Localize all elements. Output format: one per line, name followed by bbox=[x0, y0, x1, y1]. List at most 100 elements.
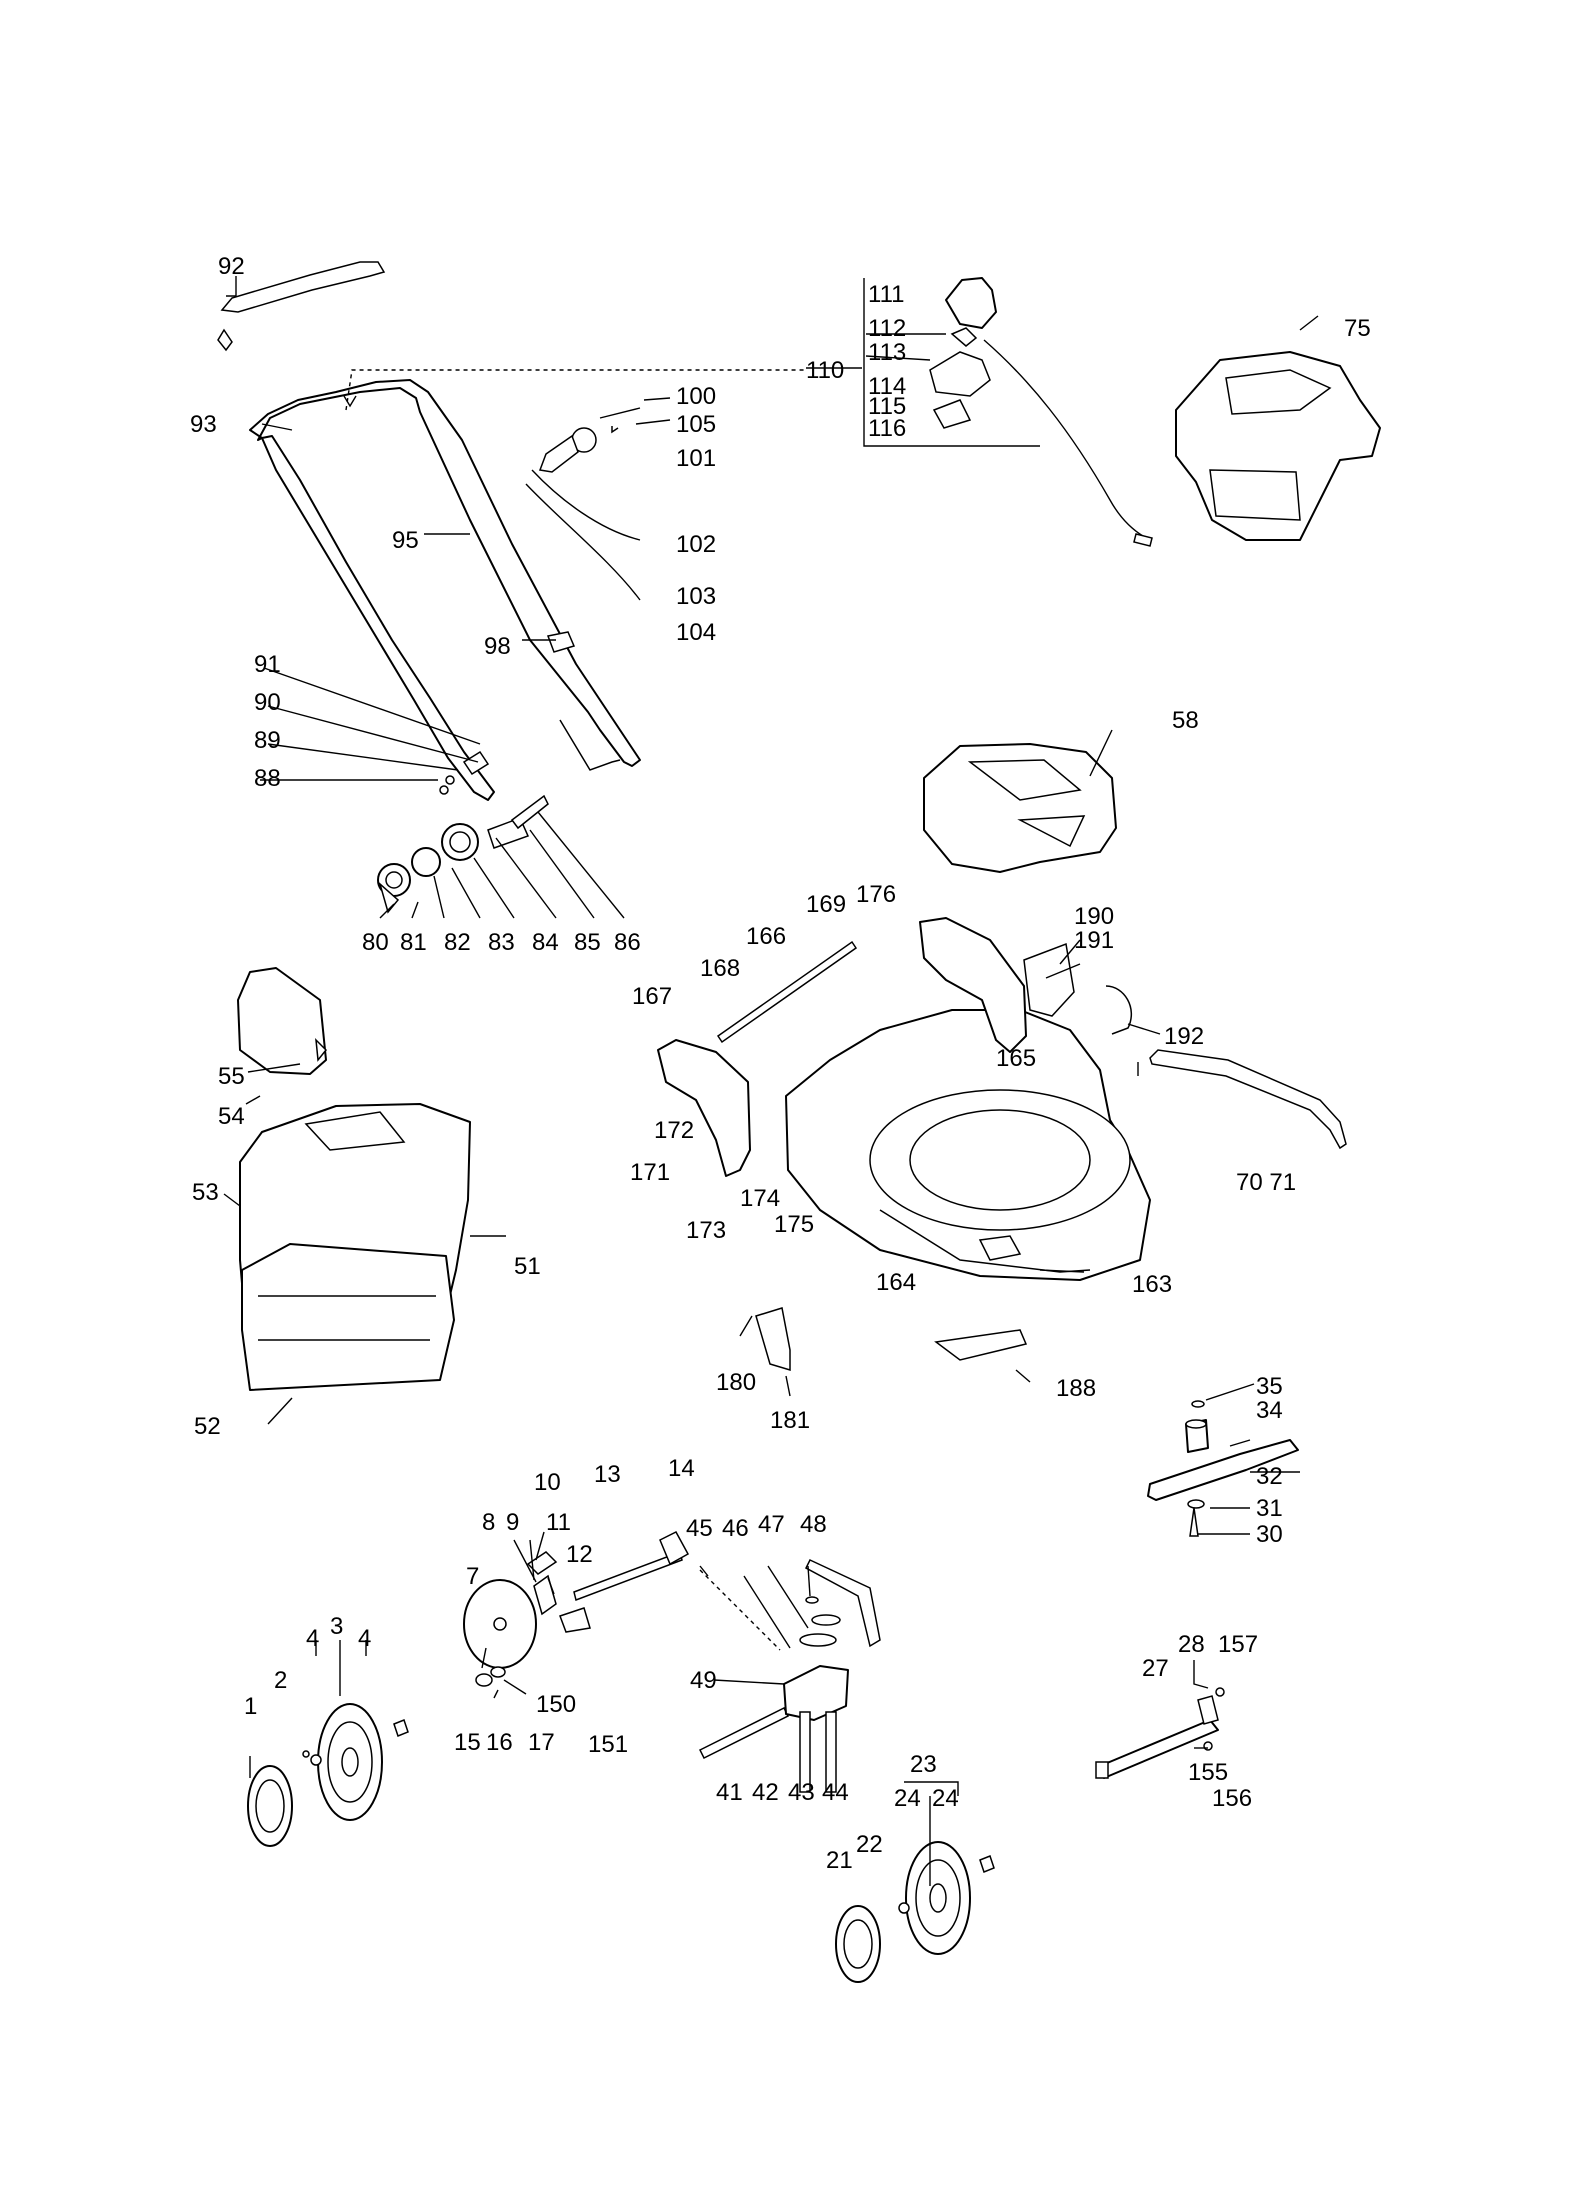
callout-173: 173 bbox=[686, 1217, 726, 1244]
callout-112: 112 bbox=[868, 315, 906, 342]
callout-167: 167 bbox=[632, 983, 672, 1010]
callout-53: 53 bbox=[192, 1179, 219, 1206]
callout-89: 89 bbox=[254, 727, 281, 754]
callout-171: 171 bbox=[630, 1159, 670, 1186]
callout-35: 35 bbox=[1256, 1373, 1283, 1400]
callout-180: 180 bbox=[716, 1369, 756, 1396]
washer-83 bbox=[411, 847, 441, 877]
callout-176: 176 bbox=[856, 881, 896, 908]
callout-163: 163 bbox=[1132, 1271, 1172, 1298]
callout-103: 103 bbox=[676, 583, 716, 610]
callout-9: 9 bbox=[506, 1509, 519, 1536]
callout-82: 82 bbox=[444, 929, 471, 956]
callout-168: 168 bbox=[700, 955, 740, 982]
gearbox bbox=[463, 1531, 881, 1793]
callout-150: 150 bbox=[536, 1691, 576, 1718]
handle-assembly bbox=[217, 261, 641, 914]
callout-190: 190 bbox=[1074, 903, 1114, 930]
callout-166: 166 bbox=[746, 923, 786, 950]
callout-95: 95 bbox=[392, 527, 419, 554]
callout-14: 14 bbox=[668, 1455, 695, 1482]
cable-rod-92 bbox=[220, 261, 386, 313]
callout-58: 58 bbox=[1172, 707, 1199, 734]
callout-15: 15 bbox=[454, 1729, 481, 1756]
callout-192: 192 bbox=[1164, 1023, 1204, 1050]
callout-105: 105 bbox=[676, 411, 716, 438]
callout-191: 191 bbox=[1074, 927, 1114, 954]
callout-4-left: 4 bbox=[306, 1625, 319, 1652]
callout-24-right: 24 bbox=[932, 1785, 959, 1812]
callout-175: 175 bbox=[774, 1211, 814, 1238]
throttle-body-113 bbox=[929, 351, 991, 397]
bag-52 bbox=[241, 1243, 455, 1391]
callout-169: 169 bbox=[806, 891, 846, 918]
callout-104: 104 bbox=[676, 619, 716, 646]
callout-28: 28 bbox=[1178, 1631, 1205, 1658]
assembly-link bbox=[345, 369, 806, 411]
callout-7: 7 bbox=[466, 1563, 479, 1590]
callout-116: 116 bbox=[868, 415, 906, 442]
callout-85: 85 bbox=[574, 929, 601, 956]
belt-48 bbox=[805, 1559, 881, 1648]
callout-157: 157 bbox=[1218, 1631, 1258, 1658]
callout-81: 81 bbox=[400, 929, 427, 956]
callout-48: 48 bbox=[800, 1511, 827, 1538]
callout-4-right: 4 bbox=[358, 1625, 371, 1652]
callout-55: 55 bbox=[218, 1063, 245, 1090]
leader-lines bbox=[223, 276, 1319, 1886]
rear-wheel-left bbox=[247, 1703, 409, 1847]
callout-52: 52 bbox=[194, 1413, 221, 1440]
callout-114: 114 bbox=[868, 373, 906, 400]
callout-54: 54 bbox=[218, 1103, 245, 1130]
callout-100: 100 bbox=[676, 383, 716, 410]
callout-23: 23 bbox=[910, 1751, 937, 1778]
callout-88: 88 bbox=[254, 765, 281, 792]
callout-90: 90 bbox=[254, 689, 281, 716]
handle-left-tube bbox=[261, 435, 495, 801]
callout-43: 43 bbox=[788, 1779, 815, 1806]
callout-115: 115 bbox=[868, 393, 906, 420]
callout-70-71: 70 71 bbox=[1236, 1169, 1296, 1196]
front-axle bbox=[1095, 1687, 1225, 1779]
callout-16: 16 bbox=[486, 1729, 513, 1756]
callout-92: 92 bbox=[218, 253, 245, 280]
callout-46: 46 bbox=[722, 1515, 749, 1542]
callout-91: 91 bbox=[254, 651, 281, 678]
blade-32 bbox=[1147, 1439, 1299, 1501]
callout-101: 101 bbox=[676, 445, 716, 472]
callout-151: 151 bbox=[588, 1731, 628, 1758]
callout-13: 13 bbox=[594, 1461, 621, 1488]
throttle-lever-111 bbox=[945, 277, 997, 329]
callout-75: 75 bbox=[1344, 315, 1371, 342]
grass-bag bbox=[237, 967, 471, 1391]
callout-188: 188 bbox=[1056, 1375, 1096, 1402]
callout-49: 49 bbox=[690, 1667, 717, 1694]
gearbox-49 bbox=[783, 1665, 849, 1721]
callout-22: 22 bbox=[856, 1831, 883, 1858]
callout-32: 32 bbox=[1256, 1463, 1283, 1490]
callout-3: 3 bbox=[330, 1613, 343, 1640]
rear-cover-58 bbox=[923, 743, 1117, 873]
callout-113: 113 bbox=[868, 339, 906, 366]
callout-2: 2 bbox=[274, 1667, 287, 1694]
callout-31: 31 bbox=[1256, 1495, 1283, 1522]
callout-34: 34 bbox=[1256, 1397, 1283, 1424]
callout-102: 102 bbox=[676, 531, 716, 558]
callout-172: 172 bbox=[654, 1117, 694, 1144]
callout-155: 155 bbox=[1188, 1759, 1228, 1786]
clip-98 bbox=[546, 631, 576, 653]
callout-10: 10 bbox=[534, 1469, 561, 1496]
callout-11: 11 bbox=[546, 1509, 571, 1536]
axle-41 bbox=[698, 1706, 790, 1760]
callout-83: 83 bbox=[488, 929, 515, 956]
callout-labels: 92 93 95 98 100 105 101 102 103 104 91 9… bbox=[190, 253, 1371, 1874]
flap-55 bbox=[237, 967, 327, 1075]
callout-30: 30 bbox=[1256, 1521, 1283, 1548]
callout-41: 41 bbox=[716, 1779, 743, 1806]
callout-24-left: 24 bbox=[894, 1785, 921, 1812]
callout-93: 93 bbox=[190, 411, 217, 438]
callout-156: 156 bbox=[1212, 1785, 1252, 1812]
callout-80: 80 bbox=[362, 929, 389, 956]
callout-111: 111 bbox=[868, 281, 904, 308]
